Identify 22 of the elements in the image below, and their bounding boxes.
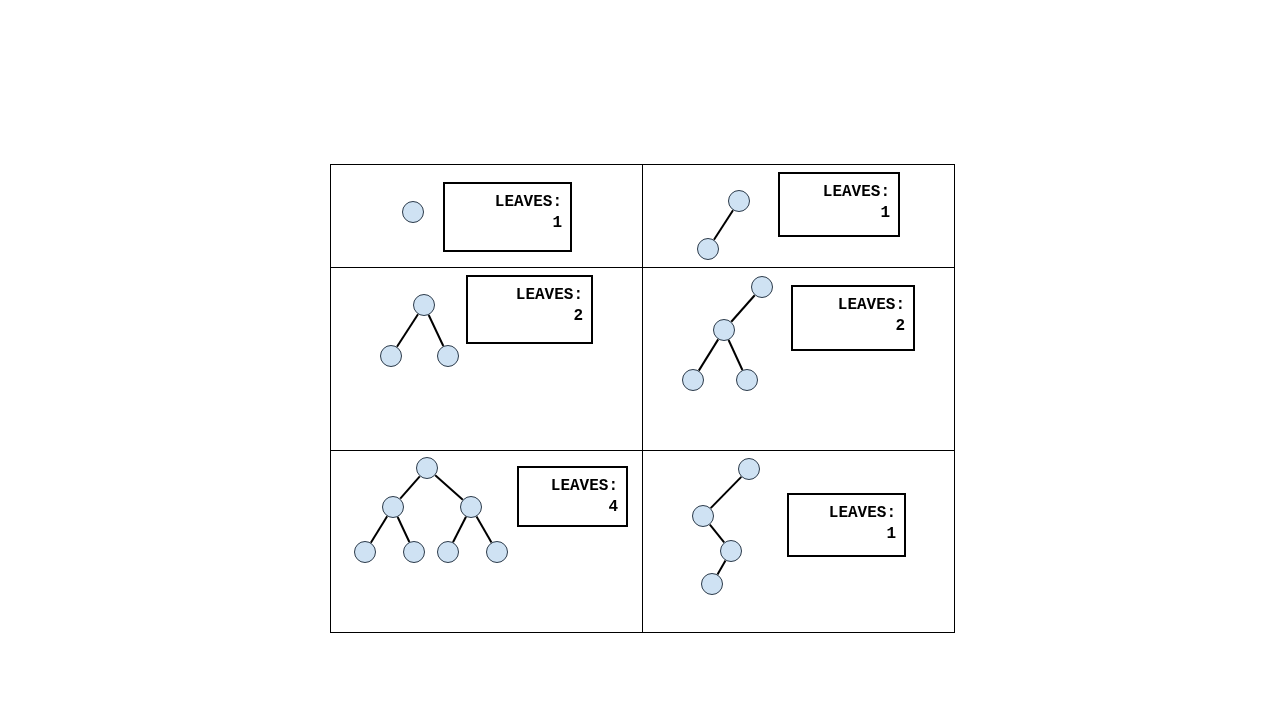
leaf-count-text: LEAVES: 2: [514, 285, 583, 327]
leaf-count-text: LEAVES: 1: [821, 182, 890, 224]
tree-edge: [396, 313, 419, 348]
tree-edge: [399, 475, 421, 500]
leaf-count-text: LEAVES: 2: [836, 295, 905, 337]
leaf-count-box: [443, 182, 572, 252]
tree-edge: [727, 339, 744, 371]
tree-edge: [697, 338, 720, 372]
leaf-count-box: [778, 172, 900, 237]
tree-edge: [708, 523, 726, 544]
tree-edge: [434, 474, 464, 501]
leaf-count-text: LEAVES: 1: [827, 503, 896, 545]
leaf-count-box: [466, 275, 593, 344]
tree-edge: [369, 515, 389, 544]
leaf-count-text: LEAVES: 4: [549, 476, 618, 518]
tree-edge: [730, 294, 756, 323]
leaf-count-box: [791, 285, 915, 351]
leaf-count-box: [517, 466, 628, 527]
tree-edge: [712, 209, 735, 241]
leaf-count-text: LEAVES: 1: [493, 192, 562, 234]
leaf-count-box: [787, 493, 906, 557]
tree-edge: [709, 475, 743, 510]
